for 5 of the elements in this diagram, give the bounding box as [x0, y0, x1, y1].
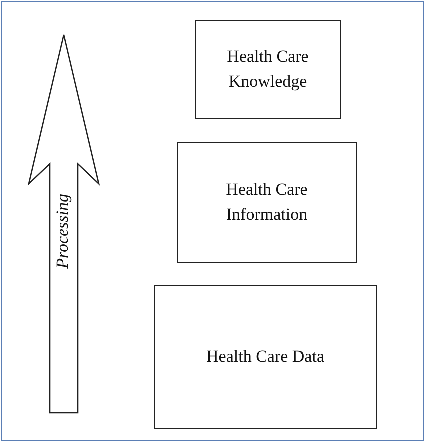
text-box: Health Care Data: [154, 285, 377, 429]
block-arrow: [28, 34, 100, 414]
arrow-label: Processing: [53, 194, 73, 269]
text-box: Health Care Information: [177, 142, 357, 263]
text-box: Health Care Knowledge: [195, 20, 341, 119]
